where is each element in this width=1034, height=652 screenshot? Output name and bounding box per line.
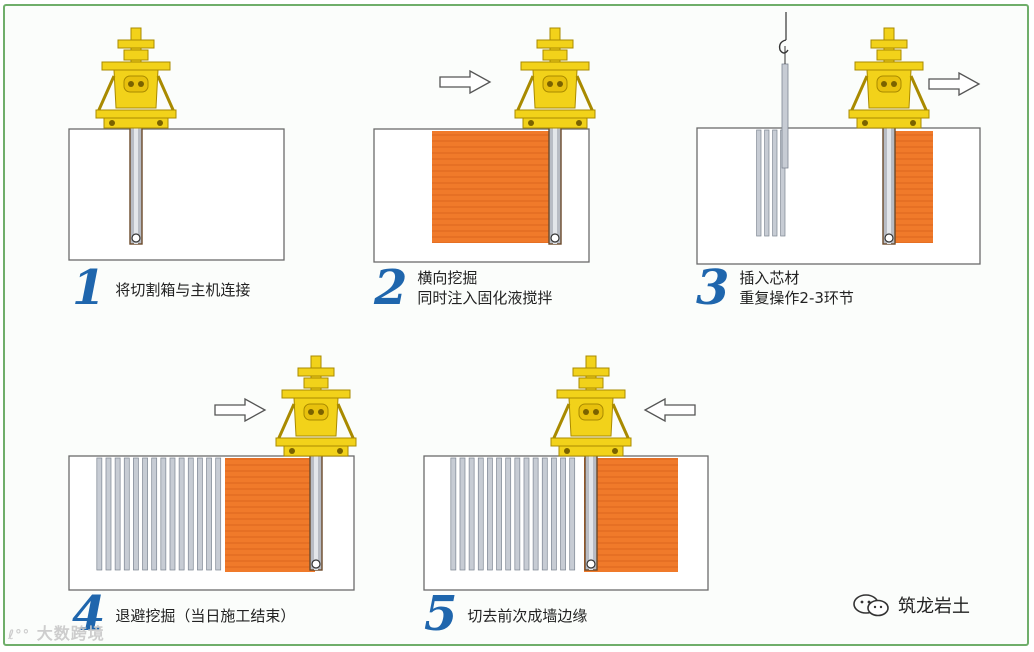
step-number: 3 (696, 260, 730, 316)
step-2-label: 2 横向挖掘 同时注入固化液搅拌 (374, 260, 553, 316)
cement-slurry (225, 458, 315, 572)
step-description: 退避挖掘（当日施工结束） (115, 607, 296, 625)
watermark-text: 大数跨境 (36, 624, 105, 643)
excavator-machine (514, 27, 596, 129)
step-4-label: 4 退避挖掘（当日施工结束） (72, 586, 296, 642)
arrow-left-icon (643, 397, 696, 423)
core-materials (756, 129, 786, 237)
cutter-post (129, 123, 143, 245)
brand-badge: 筑龙岩土 (852, 592, 970, 618)
step-description-line-2: 同时注入固化液搅拌 (417, 289, 553, 307)
excavator-machine (550, 355, 632, 457)
excavator-machine (95, 27, 177, 129)
step-description-line-2: 重复操作2-3环节 (739, 289, 854, 307)
watermark-logo-icon: ℓ°° (8, 628, 31, 643)
cement-slurry (889, 131, 933, 243)
ground-block (696, 127, 981, 265)
excavator-machine (848, 27, 930, 129)
cutter-post (309, 449, 323, 571)
step-number: 1 (72, 260, 106, 316)
brand-name: 筑龙岩土 (898, 596, 970, 617)
cutter-post (882, 123, 896, 245)
cement-slurry (432, 131, 554, 243)
step-1-label: 1 将切割箱与主机连接 (72, 260, 251, 316)
cutter-post (584, 449, 598, 571)
core-materials (96, 457, 222, 571)
step-description-line-1: 插入芯材 (739, 269, 800, 287)
step-5-label: 5 切去前次成墙边缘 (424, 586, 588, 642)
step-description: 切去前次成墙边缘 (467, 607, 588, 625)
core-materials (450, 457, 576, 571)
cutter-post (548, 123, 562, 245)
step-number: 2 (374, 260, 408, 316)
ground-block (68, 128, 285, 261)
step-number: 4 (72, 586, 106, 642)
arrow-right-icon (928, 71, 981, 97)
arrow-right-icon (214, 397, 267, 423)
watermark: ℓ°° 大数跨境 (8, 620, 105, 644)
cement-slurry (584, 458, 678, 572)
step-number: 5 (424, 586, 458, 642)
core-material-hanging (781, 63, 789, 169)
excavator-machine (275, 355, 357, 457)
wechat-icon (853, 594, 889, 617)
arrow-right-icon (439, 69, 492, 95)
step-3-label: 3 插入芯材 重复操作2-3环节 (696, 260, 854, 316)
crane-hook-icon (778, 39, 789, 54)
step-description: 将切割箱与主机连接 (115, 281, 251, 299)
step-description-line-1: 横向挖掘 (417, 269, 478, 287)
